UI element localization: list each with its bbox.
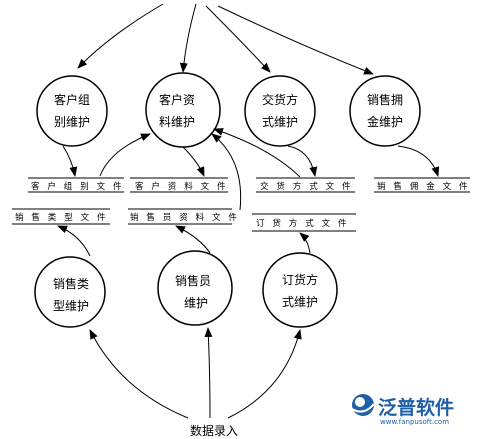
source-label: 数据录入 <box>190 423 238 438</box>
flow-source-to-salesperson <box>204 327 213 419</box>
process-label: 式维护 <box>262 115 298 129</box>
flow-delivery-store-to-customer-info <box>213 128 301 178</box>
store-label: 销 售 类 型 文 件 <box>15 212 108 223</box>
flow-order-store-to-customer-info <box>211 133 242 211</box>
store-label: 销 售 佣 金 文 件 <box>377 181 470 192</box>
process-label: 型维护 <box>53 299 89 313</box>
process-label: 销售类 <box>53 276 89 291</box>
source-data-entry: 数据录入 <box>190 423 238 438</box>
store-order-method-file: 订 货 方 式 文 件 <box>252 213 356 232</box>
process-label: 料维护 <box>159 115 195 129</box>
process-customer-info: 客户资 料维护 <box>145 72 221 148</box>
process-label: 销售拥 <box>367 92 403 107</box>
flow-top-to-customer-info <box>179 3 197 73</box>
flow-delivery-method-to-store <box>287 145 318 177</box>
source-flow-arrows <box>89 327 302 419</box>
store-label: 销 售 员 资 料 文 件 <box>130 212 240 223</box>
flow-order-method-to-store <box>299 232 311 254</box>
logo-name: 泛普软件 <box>378 396 454 419</box>
process-label: 交货方 <box>262 92 298 107</box>
store-delivery-method-file: 交 货 方 式 文 件 <box>256 177 355 193</box>
logo-url: www.fanpusoft.com <box>380 418 449 426</box>
process-salesperson: 销售员 维护 <box>157 250 233 326</box>
store-label: 客 户 资 料 文 件 <box>135 181 228 192</box>
store-sales-type-file: 销 售 类 型 文 件 <box>12 208 110 225</box>
flow-source-to-sales-type <box>89 329 189 419</box>
process-label: 维护 <box>184 296 208 310</box>
store-label: 客 户 组 别 文 件 <box>31 181 124 192</box>
process-sales-type: 销售类 型维护 <box>34 256 106 328</box>
flow-top-to-customer-group <box>77 3 164 69</box>
flow-top-to-delivery-method <box>205 5 271 73</box>
store-salesperson-file: 销 售 员 资 料 文 件 <box>128 208 240 225</box>
store-flow-arrows <box>57 128 440 257</box>
flow-customer-group-to-store <box>62 145 78 177</box>
flow-sales-commission-to-store <box>397 145 440 177</box>
process-label: 客户资 <box>159 92 195 107</box>
process-label: 式维护 <box>282 295 318 309</box>
process-sales-commission: 销售拥 金维护 <box>349 75 421 147</box>
flow-top-to-sales-commission <box>217 5 374 75</box>
fanpu-logo: 泛普软件 www.fanpusoft.com <box>351 394 454 426</box>
store-customer-info-file: 客 户 资 料 文 件 <box>130 177 228 193</box>
store-label: 交 货 方 式 文 件 <box>260 181 353 192</box>
process-label: 金维护 <box>367 114 403 129</box>
process-label: 别维护 <box>54 115 90 129</box>
process-label: 销售员 <box>175 273 211 288</box>
flow-customer-info-to-store <box>182 146 205 177</box>
logo-mark-icon <box>351 394 375 416</box>
flow-source-to-order-method <box>227 329 302 419</box>
top-flow-arrows <box>77 3 374 75</box>
process-order-method: 订货方 式维护 <box>262 252 338 328</box>
flow-sales-type-to-store <box>57 225 91 257</box>
process-label: 订货方 <box>282 272 318 287</box>
flow-customer-group-store-to-customer-info <box>99 133 151 177</box>
flow-salesperson-to-store <box>175 225 211 254</box>
process-delivery-method: 交货方 式维护 <box>244 75 316 147</box>
process-label: 客户组 <box>54 92 90 107</box>
process-customer-group: 客户组 别维护 <box>36 75 108 147</box>
store-label: 订 货 方 式 文 件 <box>256 218 349 229</box>
store-customer-group-file: 客 户 组 别 文 件 <box>28 177 124 193</box>
store-sales-commission-file: 销 售 佣 金 文 件 <box>374 177 470 193</box>
